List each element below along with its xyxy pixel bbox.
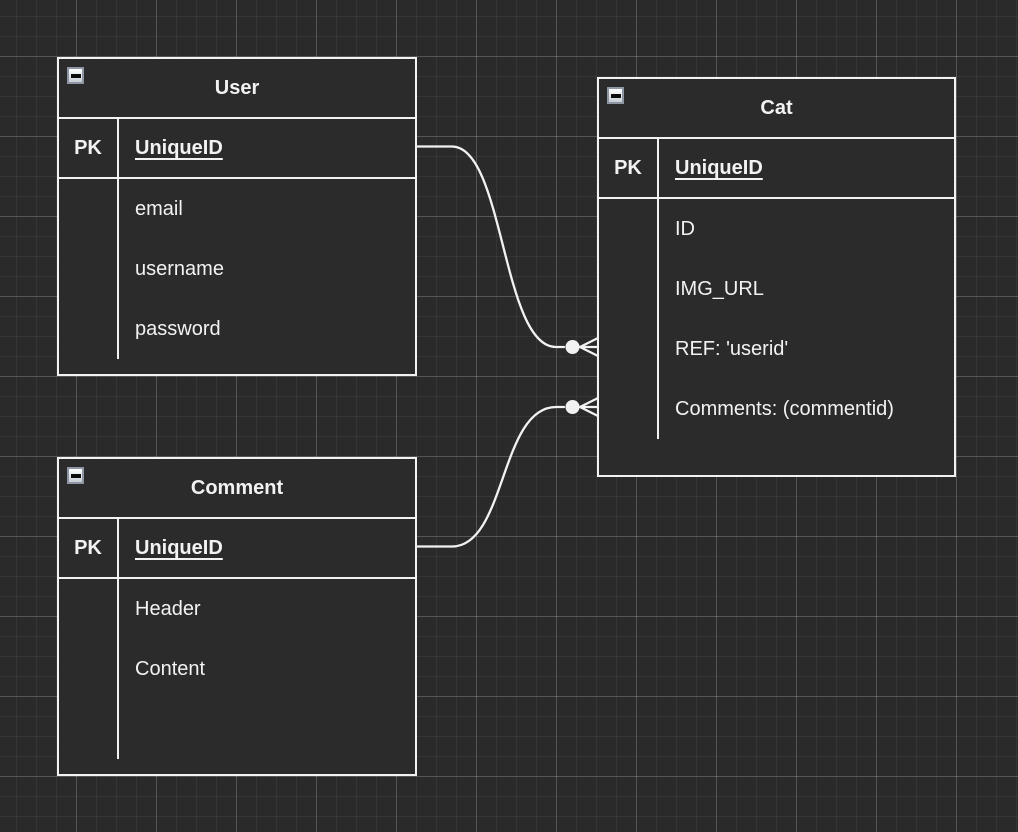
- field-row[interactable]: password: [59, 299, 415, 359]
- field-name: REF: 'userid': [675, 337, 789, 360]
- entity-table-comment[interactable]: Comment PK UniqueID Header Content: [57, 457, 417, 776]
- relationship-line[interactable]: [415, 145, 566, 349]
- zero-circle-endpoint-icon: [565, 400, 580, 414]
- zero-circle-endpoint-icon: [565, 340, 580, 354]
- field-row[interactable]: Comments: (commentid): [599, 379, 954, 439]
- entity-body: email username password: [59, 179, 415, 374]
- field-name: Content: [135, 657, 206, 680]
- field-name: password: [135, 317, 221, 340]
- relationship-line[interactable]: [415, 405, 566, 548]
- field-row[interactable]: ID: [599, 199, 954, 259]
- collapse-toggle-icon[interactable]: [607, 87, 624, 104]
- column-divider: [117, 579, 119, 759]
- entity-body: ID IMG_URL REF: 'userid' Comments: (comm…: [599, 199, 954, 475]
- primary-key-row[interactable]: PK UniqueID: [59, 119, 415, 179]
- entity-header-user: User: [59, 59, 415, 119]
- field-row[interactable]: REF: 'userid': [599, 319, 954, 379]
- entity-table-cat[interactable]: Cat PK UniqueID ID IMG_URL REF: 'userid'…: [597, 77, 956, 477]
- entity-title: Comment: [190, 476, 284, 499]
- primary-key-row[interactable]: PK UniqueID: [59, 519, 415, 579]
- field-row[interactable]: Content: [59, 639, 415, 699]
- collapse-toggle-icon[interactable]: [67, 67, 84, 84]
- field-name: email: [135, 197, 183, 220]
- column-divider: [117, 179, 119, 359]
- entity-body: Header Content: [59, 579, 415, 774]
- pk-label: PK: [599, 139, 659, 197]
- entity-title: User: [214, 76, 260, 99]
- collapse-toggle-icon[interactable]: [67, 467, 84, 484]
- field-name: Comments: (commentid): [675, 397, 894, 420]
- column-divider: [657, 199, 659, 439]
- field-row[interactable]: username: [59, 239, 415, 299]
- entity-table-user[interactable]: User PK UniqueID email username password: [57, 57, 417, 376]
- entity-title: Cat: [760, 96, 793, 119]
- crows-foot-many-icon: [578, 397, 599, 417]
- relationship-user-to-cat[interactable]: [415, 145, 599, 357]
- field-row[interactable]: Header: [59, 579, 415, 639]
- minus-icon: [70, 473, 81, 478]
- minus-icon: [70, 73, 81, 78]
- pk-label: PK: [59, 519, 119, 577]
- pk-label: PK: [59, 119, 119, 177]
- field-row[interactable]: IMG_URL: [599, 259, 954, 319]
- minus-icon: [610, 93, 621, 98]
- field-name: IMG_URL: [675, 277, 764, 300]
- field-name: Header: [135, 597, 201, 620]
- entity-header-comment: Comment: [59, 459, 415, 519]
- field-name: username: [135, 257, 224, 280]
- entity-header-cat: Cat: [599, 79, 954, 139]
- field-row[interactable]: email: [59, 179, 415, 239]
- field-name: ID: [675, 217, 695, 240]
- primary-key-row[interactable]: PK UniqueID: [599, 139, 954, 199]
- pk-field-name: UniqueID: [135, 536, 223, 559]
- pk-field-name: UniqueID: [675, 156, 763, 179]
- crows-foot-many-icon: [578, 337, 599, 357]
- pk-field-name: UniqueID: [135, 136, 223, 159]
- relationship-comment-to-cat[interactable]: [415, 397, 599, 548]
